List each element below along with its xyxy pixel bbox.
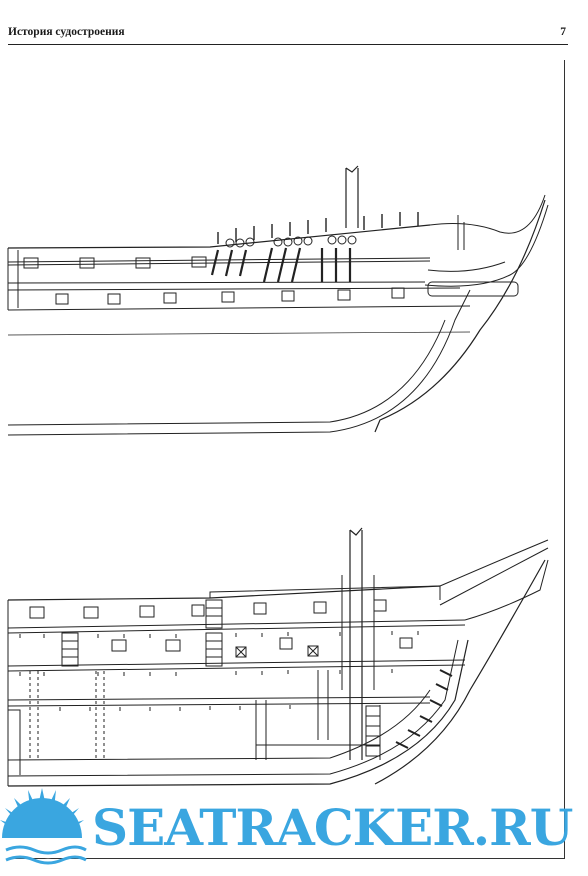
watermark-text: SEATRACKER.RU	[92, 798, 573, 857]
beam-ticks	[19, 631, 419, 711]
chain-plates	[210, 247, 352, 283]
lower-ports	[29, 599, 413, 652]
upper-ship-profile	[7, 165, 549, 436]
drawing-frame	[8, 60, 565, 859]
sun-logo-icon	[0, 788, 87, 865]
ladders	[61, 599, 381, 757]
lower-ship-section	[7, 527, 549, 787]
page-number: 7	[560, 26, 566, 38]
watermark: SEATRACKER.RU	[0, 786, 588, 876]
running-title: История судостроения	[8, 26, 125, 38]
rail-stanchions	[217, 212, 419, 244]
deck-coils	[225, 235, 357, 248]
page-header: История судостроения 7	[8, 22, 568, 45]
upper-ports	[23, 256, 405, 305]
